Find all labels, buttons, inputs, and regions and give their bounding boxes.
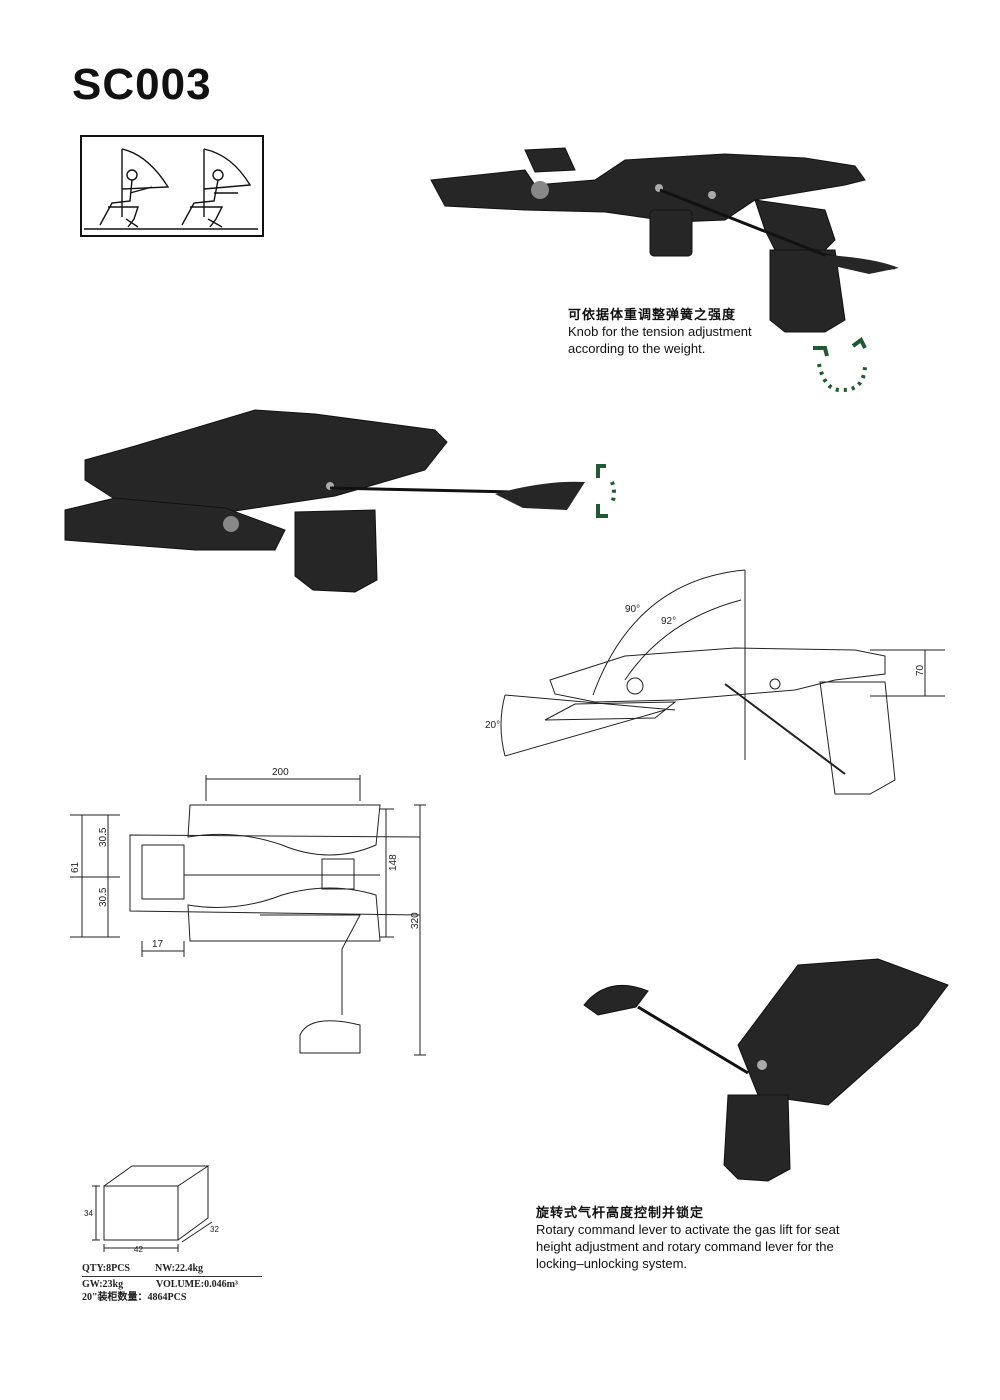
- dim-148-label: 148: [388, 854, 399, 871]
- dim-17-label: 17: [152, 939, 164, 950]
- recline-icon: [80, 135, 264, 237]
- dim-30-5-top-label: 30.5: [98, 827, 109, 847]
- tension-knob-en-1: Knob for the tension adjustment: [568, 324, 752, 339]
- packing-gw: GW:23kg: [82, 1279, 124, 1290]
- packing-divider: [82, 1276, 262, 1277]
- carton-h-label: 34: [84, 1209, 93, 1218]
- mechanism-top-view-image: [583, 958, 949, 1182]
- dim-320-label: 320: [410, 912, 421, 929]
- packing-qty: QTY:8PCS: [82, 1263, 130, 1274]
- angle-20-label: 20°: [485, 720, 500, 731]
- model-title: SC003: [72, 60, 212, 109]
- height-70-label: 70: [915, 664, 926, 676]
- angle-90-label: 90°: [625, 604, 640, 615]
- angle-diagram: 90° 92° 20° 70: [485, 569, 945, 795]
- tension-knob-note: 可依据体重调整弹簧之强度 Knob for the tension adjust…: [568, 306, 752, 357]
- packing-volume: VOLUME:0.046m³: [155, 1279, 238, 1290]
- mechanism-side-image: [430, 147, 899, 333]
- dim-61-label: 61: [70, 861, 81, 873]
- carton-w-label: 42: [134, 1245, 143, 1254]
- rotary-lever-en-2: height adjustment and rotary command lev…: [536, 1239, 834, 1254]
- packing-container: 20"装柜数量：4864PCS: [82, 1292, 187, 1303]
- rotate-arrow-icon: [813, 336, 867, 393]
- carton-box-icon: 34 42 32: [84, 1165, 219, 1254]
- tension-knob-cn: 可依据体重调整弹簧之强度: [568, 307, 737, 322]
- dim-200-label: 200: [272, 767, 289, 778]
- packing-info: QTY:8PCS NW:22.4kg GW:23kg VOLUME:0.046m…: [82, 1262, 262, 1304]
- rotary-lever-en-3: locking–unlocking system.: [536, 1256, 688, 1271]
- angle-92-label: 92°: [661, 616, 676, 627]
- rotary-lever-cn: 旋转式气杆高度控制并锁定: [536, 1205, 705, 1220]
- rotary-lever-en-1: Rotary command lever to activate the gas…: [536, 1222, 840, 1237]
- packing-nw: NW:22.4kg: [154, 1263, 204, 1274]
- dimension-drawing: 200 148 320 61 30.5 30.5 17: [70, 767, 426, 1056]
- tension-knob-en-2: according to the weight.: [568, 341, 706, 356]
- recline-figures-icon: [84, 148, 258, 230]
- carton-d-label: 32: [210, 1225, 219, 1234]
- up-down-arrow-icon: [596, 464, 616, 518]
- mechanism-perspective-image: [64, 409, 585, 593]
- rotary-lever-note: 旋转式气杆高度控制并锁定 Rotary command lever to act…: [536, 1204, 839, 1272]
- dim-30-5-bottom-label: 30.5: [98, 887, 109, 907]
